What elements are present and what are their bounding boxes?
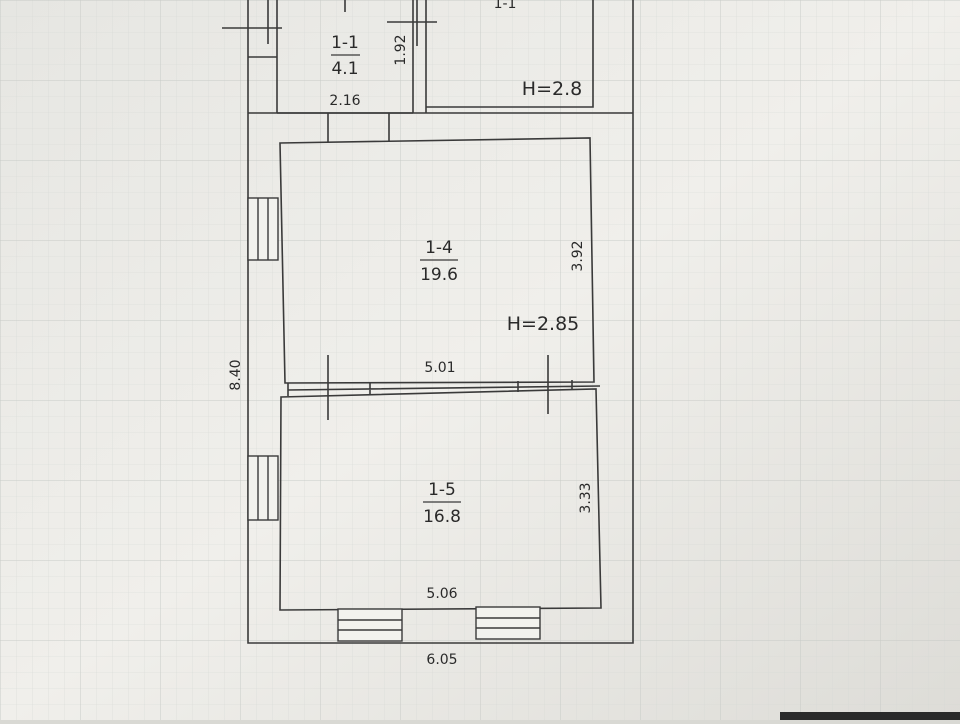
window-left-upper (247, 197, 279, 261)
room-1-4-id: 1-4 (425, 238, 453, 258)
window-left-lower (247, 455, 279, 521)
overall-height: 8.40 (228, 359, 244, 390)
room-1-1-length: 1.92 (393, 34, 409, 65)
walls (222, 0, 634, 644)
photo-edge (780, 712, 960, 720)
room-1-1-area: 4.1 (331, 59, 358, 79)
room-1-5-walls (279, 388, 602, 611)
upper-partial-label: 1-1 (494, 0, 517, 12)
room-1-4-height: Н=2.85 (507, 313, 580, 335)
room-1-5-area: 16.8 (423, 507, 461, 527)
outer-wall (247, 0, 634, 644)
room-1-4-area: 19.6 (420, 265, 458, 285)
window-bottom-right (475, 606, 541, 640)
room-1-1-width: 2.16 (329, 93, 360, 109)
room-1-1-id: 1-1 (331, 33, 359, 53)
window-bottom-left (337, 608, 403, 642)
room-1-5-length: 3.33 (578, 482, 594, 513)
top-ticks (222, 0, 437, 46)
room-1-4-width: 5.01 (424, 360, 455, 376)
room-1-4-length: 3.92 (570, 240, 586, 271)
room-1-4-walls (279, 137, 595, 384)
door-opening (327, 113, 390, 142)
overall-width: 6.05 (426, 652, 457, 668)
room-1-5-width: 5.06 (426, 586, 457, 602)
partition-ticks (327, 355, 549, 420)
partition (287, 380, 601, 396)
room-1-5-id: 1-5 (428, 480, 456, 500)
windows (247, 197, 541, 642)
upper-height: Н=2.8 (522, 78, 582, 100)
